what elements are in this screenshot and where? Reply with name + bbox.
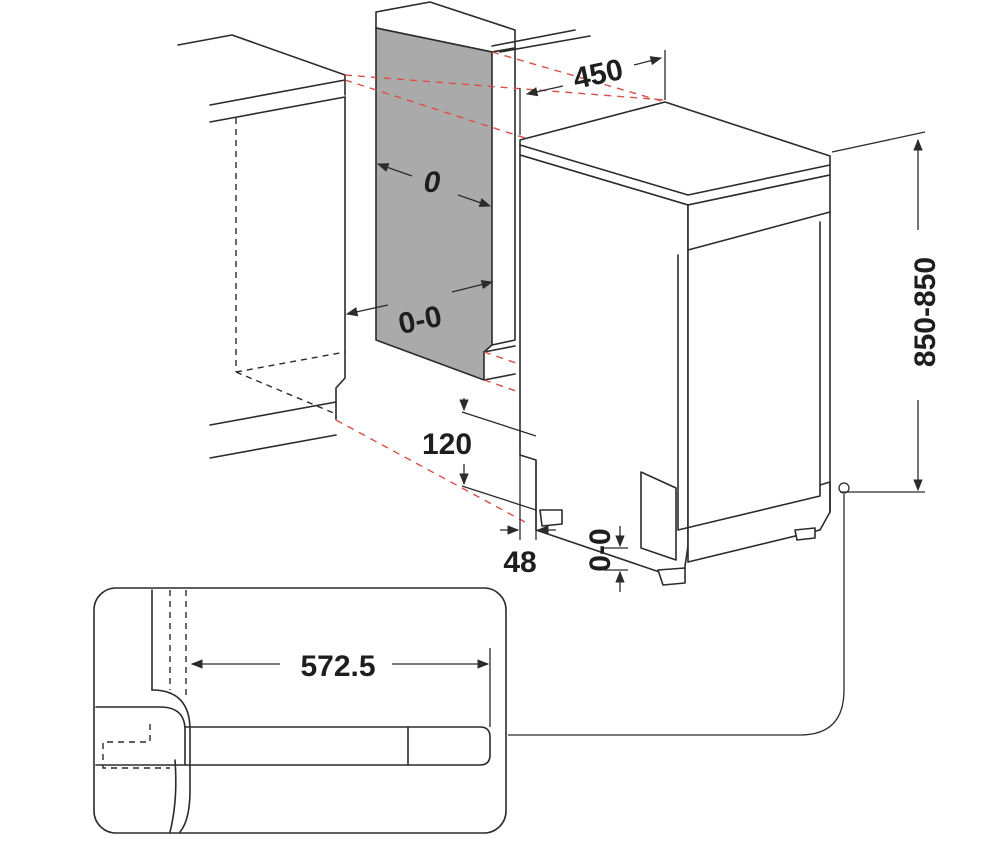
detail-inset: [93, 587, 507, 834]
dishwasher: [519, 101, 831, 586]
foot-rear: [539, 509, 563, 527]
dishwasher-front: [687, 174, 831, 563]
side-gap-label: 0: [424, 166, 441, 199]
door-depth-label: 572.5: [300, 650, 375, 683]
left-cabinet: [177, 34, 346, 459]
width-label: 450: [570, 53, 626, 96]
foot-adjust-label: 0-0: [584, 528, 617, 571]
alignment-guides: [335, 51, 666, 523]
foot-right: [794, 527, 816, 541]
toe-kick-label: 120: [422, 428, 472, 461]
foot-offset-label: 48: [503, 546, 536, 579]
dimension-lines: [345, 50, 926, 592]
side-cabinet: [375, 1, 591, 382]
height-label: 850-850: [909, 257, 942, 367]
foot-front: [657, 567, 686, 586]
detail-callout-connector: [508, 482, 850, 736]
